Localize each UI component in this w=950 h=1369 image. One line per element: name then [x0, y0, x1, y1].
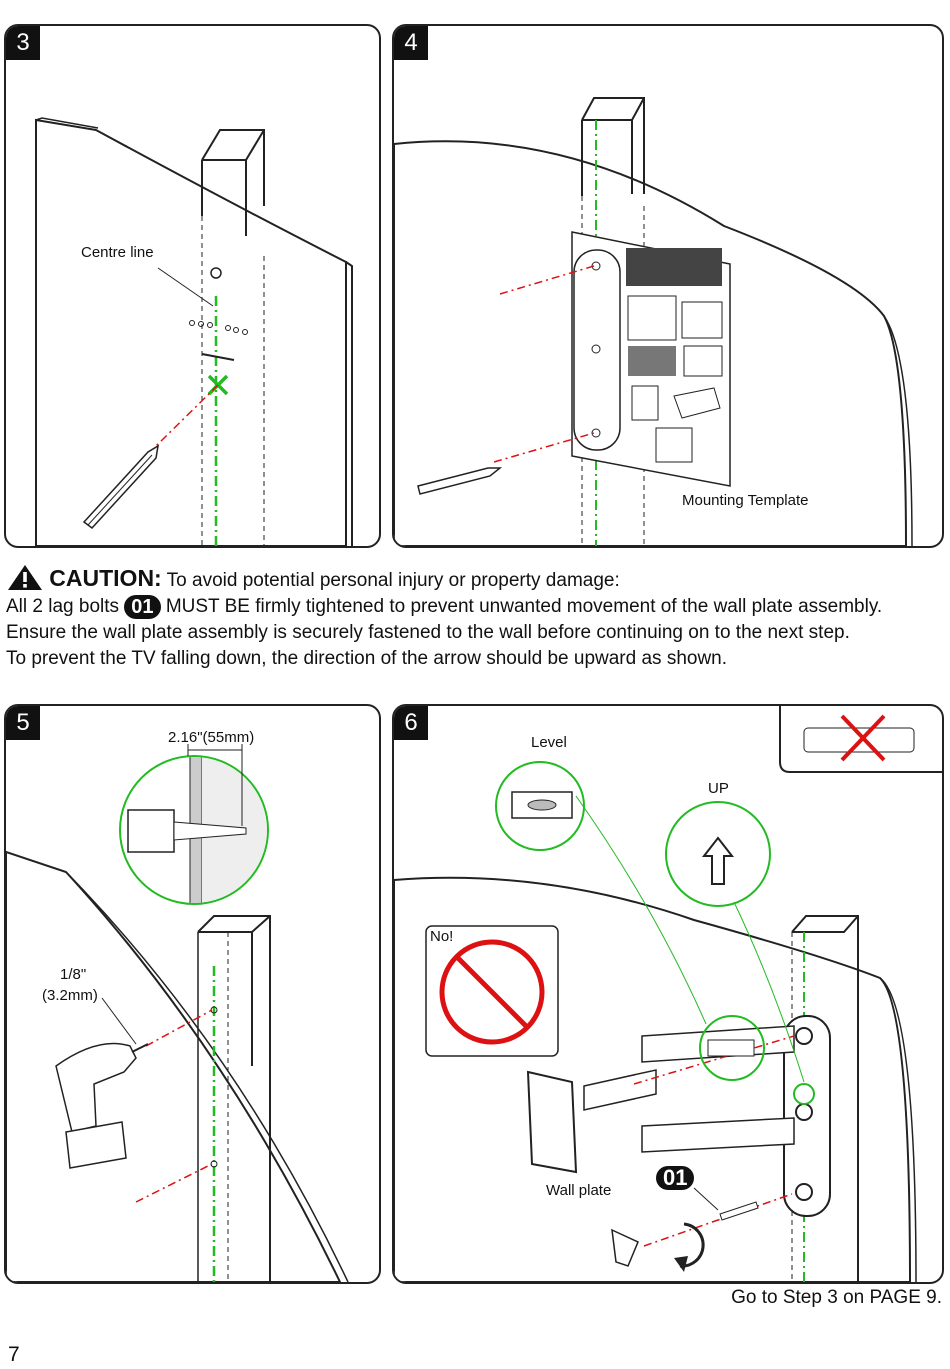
- mounting-template-label: Mounting Template: [682, 492, 809, 509]
- step-4-illustration: [394, 97, 913, 546]
- step-3-illustration: [35, 117, 353, 546]
- footer-note: Go to Step 3 on PAGE 9.: [731, 1287, 942, 1308]
- caution-intro: To avoid potential personal injury or pr…: [166, 570, 620, 591]
- level-label: Level: [531, 734, 567, 751]
- depth-label: 2.16"(55mm): [168, 729, 255, 746]
- step-5-panel: 5 2.16"(55mm) 1/8" (3.2mm): [4, 704, 381, 1284]
- step-4-number: 4: [394, 26, 428, 60]
- caution-heading-row: CAUTION: To avoid potential personal inj…: [6, 563, 941, 594]
- step-3-panel: 3 Centre line: [4, 24, 381, 548]
- page-number: 7: [8, 1343, 20, 1366]
- step-5-number: 5: [6, 706, 40, 740]
- step-6-panel: 6 Level: [392, 704, 944, 1284]
- step-6-number: 6: [394, 706, 428, 740]
- drill-size-label-line2: (3.2mm): [42, 987, 98, 1004]
- drill-size-label-line1: 1/8": [60, 966, 87, 983]
- step-6-illustration: [394, 706, 942, 1282]
- caution-line-1: All 2 lag bolts 01 MUST BE firmly tighte…: [6, 594, 941, 646]
- caution-line1-before: All 2 lag bolts: [6, 596, 120, 617]
- step-5-illustration: [6, 744, 349, 1282]
- up-label: UP: [708, 780, 729, 797]
- part-01-callout: 01: [656, 1166, 695, 1190]
- step-4-panel: 4 Mounting Template: [392, 24, 944, 548]
- step-3-number: 3: [6, 26, 40, 60]
- warning-icon: [8, 565, 42, 590]
- centre-line-label: Centre line: [81, 244, 154, 261]
- caution-block: CAUTION: To avoid potential personal inj…: [6, 563, 941, 672]
- caution-line1-after: MUST BE firmly tightened to prevent unwa…: [6, 596, 883, 643]
- no-warning-label: No!: [430, 928, 454, 945]
- part-01-badge: 01: [124, 594, 161, 619]
- caution-line-2: To prevent the TV falling down, the dire…: [6, 648, 728, 669]
- wall-plate-label: Wall plate: [546, 1182, 612, 1199]
- caution-heading: CAUTION:: [49, 565, 162, 591]
